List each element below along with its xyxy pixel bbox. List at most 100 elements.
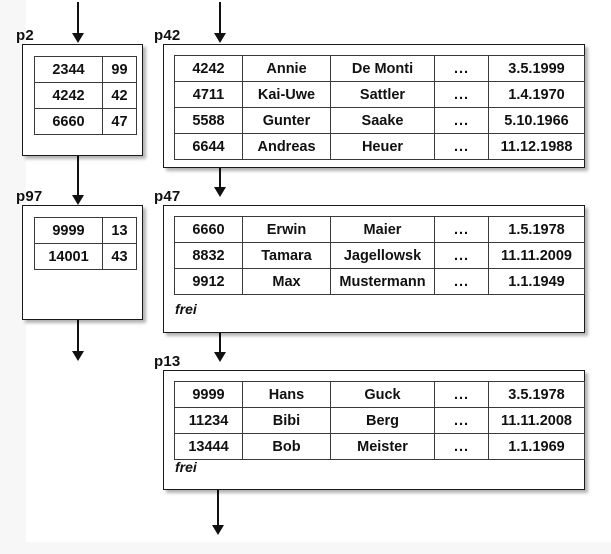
cell-date: 11.11.2008 <box>488 407 585 434</box>
cell-first: Kai-Uwe <box>242 81 331 108</box>
cell-id: 13444 <box>174 433 243 460</box>
cell-last: Maier <box>330 216 435 243</box>
cell-date: 1.1.1969 <box>488 433 585 460</box>
page-gutter-bottom <box>0 542 611 554</box>
cell-date: 5.10.1966 <box>488 107 585 134</box>
cell-last: Mustermann <box>330 268 435 295</box>
node-label-p42: p42 <box>154 27 181 44</box>
cell-last: Saake <box>330 107 435 134</box>
table-row[interactable]: 6644 Andreas Heuer ... 11.12.1988 <box>174 133 585 160</box>
cell-date: 11.12.1988 <box>488 133 585 160</box>
arrow-p47-p13 <box>219 333 221 353</box>
table-row[interactable]: 5588 Gunter Saake ... 5.10.1966 <box>174 107 585 134</box>
cell-date: 3.5.1978 <box>488 381 585 408</box>
index-pointer: 42 <box>102 82 137 109</box>
cell-last: Guck <box>330 381 435 408</box>
free-space-label-p47: frei <box>175 301 197 317</box>
index-key: 14001 <box>34 243 103 270</box>
cell-last: Meister <box>330 433 435 460</box>
arrow-p2-p97 <box>77 156 79 196</box>
arrow-out-p13 <box>217 490 219 526</box>
table-row[interactable]: 4242 Annie De Monti ... 3.5.1999 <box>174 55 585 82</box>
table-row[interactable]: 9999 Hans Guck ... 3.5.1978 <box>174 381 585 408</box>
cell-id: 11234 <box>174 407 243 434</box>
cell-last: Berg <box>330 407 435 434</box>
table-row[interactable]: 6660 Erwin Maier ... 1.5.1978 <box>174 216 585 243</box>
node-label-p13: p13 <box>154 353 181 370</box>
cell-more: ... <box>434 268 489 295</box>
table-row[interactable]: 9912 Max Mustermann ... 1.1.1949 <box>174 268 585 295</box>
cell-first: Max <box>242 268 331 295</box>
cell-date: 3.5.1999 <box>488 55 585 82</box>
arrow-out-p97 <box>77 320 79 352</box>
cell-id: 5588 <box>174 107 243 134</box>
cell-first: Bibi <box>242 407 331 434</box>
table-row[interactable]: 4711 Kai-Uwe Sattler ... 1.4.1970 <box>174 81 585 108</box>
cell-more: ... <box>434 133 489 160</box>
cell-first: Annie <box>242 55 331 82</box>
index-pointer: 99 <box>102 56 137 83</box>
data-grid-p42: 4242 Annie De Monti ... 3.5.1999 4711 Ka… <box>174 55 585 160</box>
table-row[interactable]: 2344 99 <box>34 56 137 83</box>
node-p2[interactable]: 2344 99 4242 42 6660 47 <box>22 44 143 156</box>
cell-date: 1.5.1978 <box>488 216 585 243</box>
cell-last: Jagellowsk <box>330 242 435 269</box>
cell-last: De Monti <box>330 55 435 82</box>
node-label-p97: p97 <box>16 188 43 205</box>
cell-id: 4711 <box>174 81 243 108</box>
page-gutter-left <box>0 0 26 554</box>
index-pointer: 47 <box>102 108 137 135</box>
cell-id: 6660 <box>174 216 243 243</box>
arrow-into-p2 <box>77 2 79 34</box>
node-label-p47: p47 <box>154 188 181 205</box>
table-row[interactable]: 8832 Tamara Jagellowsk ... 11.11.2009 <box>174 242 585 269</box>
cell-first: Andreas <box>242 133 331 160</box>
cell-first: Tamara <box>242 242 331 269</box>
index-grid-p97: 9999 13 14001 43 <box>34 217 137 270</box>
node-p47[interactable]: 6660 Erwin Maier ... 1.5.1978 8832 Tamar… <box>163 205 585 333</box>
table-row[interactable]: 14001 43 <box>34 243 137 270</box>
free-space-label-p13: frei <box>175 459 197 475</box>
cell-more: ... <box>434 381 489 408</box>
table-row[interactable]: 11234 Bibi Berg ... 11.11.2008 <box>174 407 585 434</box>
cell-more: ... <box>434 55 489 82</box>
node-p97[interactable]: 9999 13 14001 43 <box>22 205 143 320</box>
cell-last: Heuer <box>330 133 435 160</box>
cell-id: 4242 <box>174 55 243 82</box>
cell-date: 11.11.2009 <box>488 242 585 269</box>
node-p42[interactable]: 4242 Annie De Monti ... 3.5.1999 4711 Ka… <box>163 44 585 168</box>
table-row[interactable]: 9999 13 <box>34 217 137 244</box>
arrow-p42-p47 <box>219 168 221 188</box>
cell-date: 1.1.1949 <box>488 268 585 295</box>
cell-first: Erwin <box>242 216 331 243</box>
cell-id: 9912 <box>174 268 243 295</box>
table-row[interactable]: 4242 42 <box>34 82 137 109</box>
cell-more: ... <box>434 433 489 460</box>
cell-more: ... <box>434 216 489 243</box>
index-pointer: 43 <box>102 243 137 270</box>
node-label-p2: p2 <box>16 27 34 44</box>
cell-id: 9999 <box>174 381 243 408</box>
data-grid-p47: 6660 Erwin Maier ... 1.5.1978 8832 Tamar… <box>174 216 585 295</box>
index-pointer: 13 <box>102 217 137 244</box>
cell-more: ... <box>434 81 489 108</box>
index-key: 9999 <box>34 217 103 244</box>
cell-id: 8832 <box>174 242 243 269</box>
index-key: 6660 <box>34 108 103 135</box>
arrow-into-p42 <box>219 2 221 34</box>
table-row[interactable]: 6660 47 <box>34 108 137 135</box>
cell-more: ... <box>434 242 489 269</box>
table-row[interactable]: 13444 Bob Meister ... 1.1.1969 <box>174 433 585 460</box>
cell-first: Gunter <box>242 107 331 134</box>
data-grid-p13: 9999 Hans Guck ... 3.5.1978 11234 Bibi B… <box>174 381 585 460</box>
index-key: 2344 <box>34 56 103 83</box>
cell-more: ... <box>434 407 489 434</box>
index-key: 4242 <box>34 82 103 109</box>
cell-first: Bob <box>242 433 331 460</box>
cell-id: 6644 <box>174 133 243 160</box>
cell-more: ... <box>434 107 489 134</box>
node-p13[interactable]: 9999 Hans Guck ... 3.5.1978 11234 Bibi B… <box>163 370 585 490</box>
cell-first: Hans <box>242 381 331 408</box>
cell-date: 1.4.1970 <box>488 81 585 108</box>
